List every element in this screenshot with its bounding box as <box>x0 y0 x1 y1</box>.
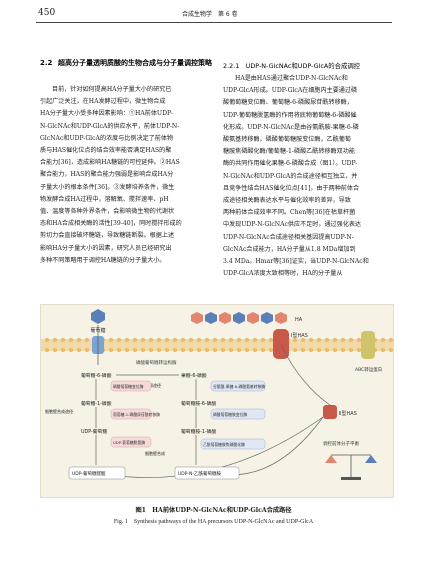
journal-name: 合成生物学 第 6 卷 <box>182 11 238 18</box>
has-type1-protein <box>273 329 289 359</box>
right-column: HA是由HAS通过聚合UDP-N-GlcNAc和 UDP-GlcA形成。UDP-… <box>223 73 393 280</box>
right-paragraph: HA是由HAS通过聚合UDP-N-GlcNAc和 UDP-GlcA形成。UDP-… <box>223 75 369 278</box>
section-title: 超高分子量透明质酸的生物合成与分子量调控策略 <box>58 59 212 67</box>
has-type2-label: Ⅱ型HAS <box>339 410 357 417</box>
figure-caption-cn: 图1 HA前体UDP-N-GlcNAc和UDP-GlcA合成路径 <box>135 507 292 514</box>
enzyme-boxes: 磷酸葡萄糖变位酶 葡萄糖-1-磷酸尿苷酰转移酶 UDP-葡萄糖脱氢酶 谷氨酸-果… <box>110 380 265 450</box>
precursor-udpglcnac: UDP-N-乙酰葡萄糖胺 <box>174 466 240 480</box>
has-type2-protein <box>323 405 337 419</box>
left-column: 目前，针对如何提高HA分子量大小的研究已 引起广泛关注，在HA发酵过程中，微生物… <box>40 84 212 267</box>
udpgp-enzyme: 葡萄糖-1-磷酸尿苷酰转移酶 <box>113 412 160 417</box>
ha-chain: HA <box>191 312 303 324</box>
balance-label: 调控前体分子平衡 <box>323 440 359 447</box>
ha-label: HA <box>295 317 303 323</box>
glcn1p-label: 葡萄糖胺-1-磷酸 <box>181 428 216 435</box>
pts-label: 磷酸葡萄糖转运构酶 <box>136 359 177 366</box>
page-header: 450 合成生物学 第 6 卷 <box>0 6 427 22</box>
pathway-arrows <box>95 344 331 478</box>
glcmd-enzyme: 谷氨酸-果糖-6-磷酸氨基转移酶 <box>213 384 265 389</box>
g6p-label: 葡萄糖-6-磷酸 <box>81 372 112 379</box>
glmm-enzyme: 磷酸葡萄糖胺变位酶 <box>213 412 247 417</box>
glcn6p-label: 葡萄糖胺-6-磷酸 <box>181 400 216 407</box>
cellwall2-label: 细胞壁合成 <box>145 450 165 456</box>
section-heading: 2.2 超高分子量透明质酸的生物合成与分子量调控策略 <box>40 58 212 69</box>
f6p-label: 果糖-6-磷酸 <box>181 372 207 379</box>
cellwall-label: 细胞壁合成途径 <box>45 408 73 414</box>
pathway-figure: 葡萄糖 磷酸葡萄糖转运构酶 HA Ⅰ型HAS ABC转运蛋白 Ⅱ型HAS 葡萄糖… <box>40 304 394 498</box>
udpglcnac-label: UDP-N-乙酰葡萄糖胺 <box>178 470 221 477</box>
figure-caption-en: Fig. 1 Synthesis pathways of the HA prec… <box>113 519 314 525</box>
pathway-diagram: 葡萄糖 磷酸葡萄糖转运构酶 HA Ⅰ型HAS ABC转运蛋白 Ⅱ型HAS 葡萄糖… <box>41 309 393 480</box>
subsection-heading: 2.2.1 UDP-N-GlcNAc和UDP-GlcA的合成调控 <box>223 62 361 70</box>
pgm-enzyme: 磷酸葡萄糖变位酶 <box>113 384 144 389</box>
page-number: 450 <box>38 8 56 18</box>
abc-transporter <box>361 331 375 359</box>
ugd-enzyme: UDP-葡萄糖脱氢酶 <box>113 440 145 445</box>
precursor-udpglca: UDP-葡萄糖醛酸 <box>68 466 126 480</box>
left-paragraph: 目前，针对如何提高HA分子量大小的研究已 引起广泛关注，在HA发酵过程中，微生物… <box>40 86 182 264</box>
udpglca-label: UDP-葡萄糖醛酸 <box>72 470 106 477</box>
udpglc-label: UDP-葡萄糖 <box>81 428 107 435</box>
abc-label: ABC转运蛋白 <box>355 366 382 373</box>
header-rule <box>36 22 392 23</box>
g1p-label: 葡萄糖-1-磷酸 <box>81 400 112 407</box>
has-type1-label: Ⅰ型HAS <box>291 332 308 339</box>
balance-scale: 调控前体分子平衡 <box>323 440 377 480</box>
glmu-enzyme: 乙酰葡萄糖胺焦磷酸化酶 <box>203 442 245 447</box>
section-number: 2.2 <box>40 59 53 67</box>
